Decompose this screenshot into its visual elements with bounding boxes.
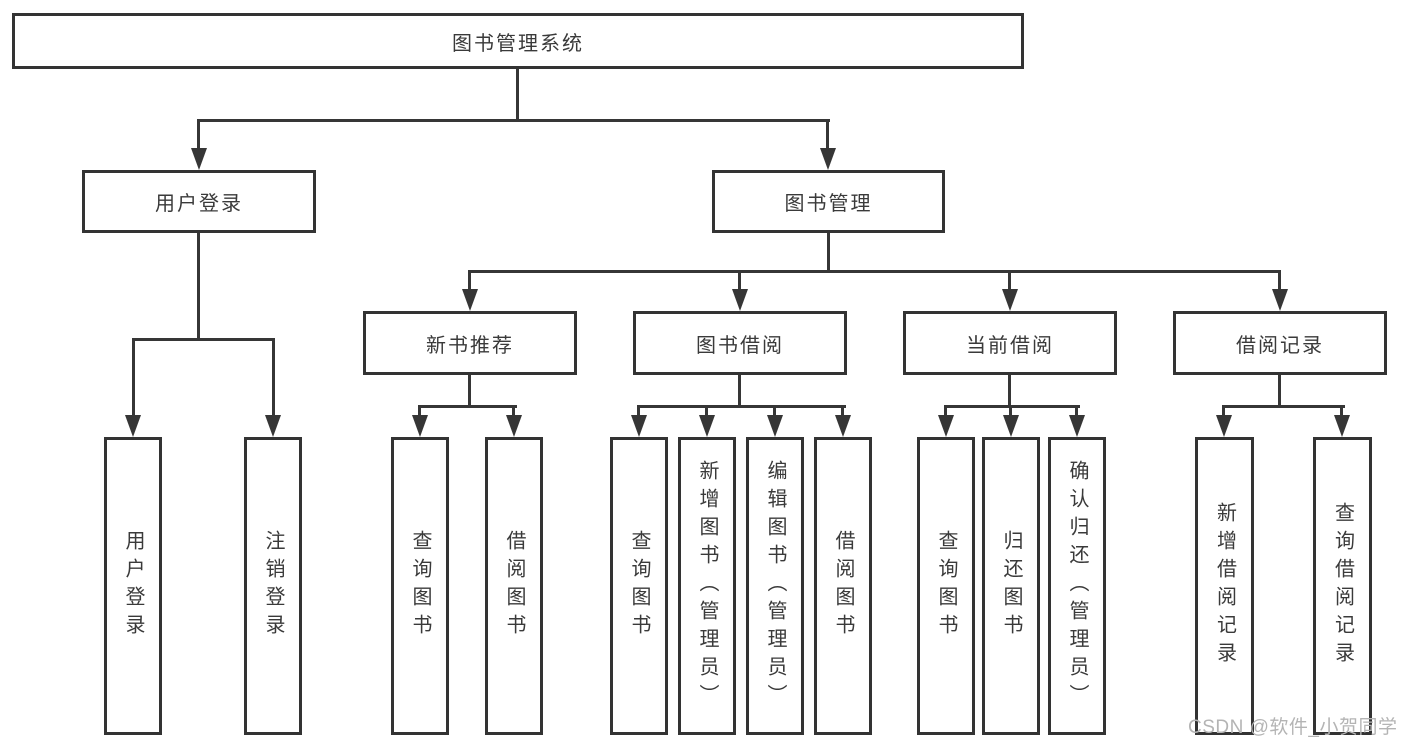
- node-current-borrowing: 当前借阅: [903, 311, 1117, 375]
- node-label: 图书借阅: [696, 334, 784, 357]
- node-user-login: 用户登录: [82, 170, 316, 233]
- node-label: 归还图书: [1000, 530, 1022, 642]
- leaf-logout: 注销登录: [244, 437, 302, 735]
- leaf-borrow-books-recommend: 借阅图书: [485, 437, 543, 735]
- connector-line: [738, 375, 741, 408]
- arrowhead-down-icon: [1216, 415, 1232, 437]
- connector-line: [1278, 270, 1281, 292]
- arrowhead-down-icon: [506, 415, 522, 437]
- watermark-csdn: CSDN @软件_小贺同学: [1188, 717, 1398, 738]
- node-label: 新书推荐: [426, 334, 514, 357]
- arrowhead-down-icon: [732, 289, 748, 311]
- node-label: 用户登录: [122, 530, 144, 642]
- leaf-query-borrow-record: 查询借阅记录: [1313, 437, 1372, 735]
- node-label: 借阅记录: [1236, 334, 1324, 357]
- node-label: 借阅图书: [832, 530, 854, 642]
- arrowhead-down-icon: [820, 148, 836, 170]
- node-book-borrowing: 图书借阅: [633, 311, 847, 375]
- connector-line: [418, 405, 517, 408]
- node-label: 确认归还（管理员）: [1066, 460, 1088, 712]
- node-label: 查询借阅记录: [1331, 502, 1354, 670]
- leaf-query-books-borrow: 查询图书: [610, 437, 668, 735]
- connector-line: [1340, 405, 1343, 418]
- arrowhead-down-icon: [938, 415, 954, 437]
- node-label: 编辑图书（管理员）: [764, 460, 786, 712]
- leaf-edit-book-admin: 编辑图书（管理员）: [746, 437, 804, 735]
- connector-line: [944, 405, 947, 418]
- connector-line: [197, 119, 830, 122]
- node-new-book-recommendation: 新书推荐: [363, 311, 577, 375]
- connector-line: [827, 233, 830, 273]
- connector-line: [1222, 405, 1345, 408]
- arrowhead-down-icon: [1272, 289, 1288, 311]
- connector-line: [1075, 405, 1078, 418]
- connector-line: [512, 405, 515, 418]
- arrowhead-down-icon: [1003, 415, 1019, 437]
- node-label: 查询图书: [628, 530, 650, 642]
- arrowhead-down-icon: [767, 415, 783, 437]
- arrowhead-down-icon: [412, 415, 428, 437]
- connector-line: [773, 405, 776, 418]
- connector-line: [1008, 375, 1011, 408]
- node-label: 用户登录: [155, 193, 243, 215]
- node-label: 新增借阅记录: [1213, 502, 1236, 670]
- node-label: 注销登录: [262, 530, 284, 642]
- arrowhead-down-icon: [631, 415, 647, 437]
- connector-line: [516, 69, 519, 122]
- arrowhead-down-icon: [835, 415, 851, 437]
- node-label: 图书管理系统: [452, 32, 584, 55]
- arrowhead-down-icon: [265, 415, 281, 437]
- connector-line: [841, 405, 844, 418]
- connector-line: [637, 405, 640, 418]
- leaf-return-books: 归还图书: [982, 437, 1040, 735]
- arrowhead-down-icon: [1002, 289, 1018, 311]
- node-label: 查询图书: [409, 530, 431, 642]
- node-label: 新增图书（管理员）: [696, 460, 718, 712]
- connector-line: [468, 270, 471, 292]
- connector-line: [1009, 405, 1012, 418]
- connector-line: [826, 119, 829, 151]
- connector-line: [197, 233, 200, 341]
- leaf-borrow-books: 借阅图书: [814, 437, 872, 735]
- leaf-query-books-recommend: 查询图书: [391, 437, 449, 735]
- arrowhead-down-icon: [1334, 415, 1350, 437]
- connector-line: [468, 270, 1281, 273]
- node-label: 查询图书: [935, 530, 957, 642]
- leaf-confirm-return-admin: 确认归还（管理员）: [1048, 437, 1106, 735]
- leaf-query-books-current: 查询图书: [917, 437, 975, 735]
- connector-line: [132, 338, 135, 418]
- leaf-add-borrow-record: 新增借阅记录: [1195, 437, 1254, 735]
- node-borrowing-records: 借阅记录: [1173, 311, 1387, 375]
- connector-line: [132, 338, 275, 341]
- connector-line: [1008, 270, 1011, 292]
- connector-line: [944, 405, 1080, 408]
- leaf-add-book-admin: 新增图书（管理员）: [678, 437, 736, 735]
- connector-line: [637, 405, 846, 408]
- connector-line: [197, 119, 200, 151]
- arrowhead-down-icon: [125, 415, 141, 437]
- node-label: 当前借阅: [966, 334, 1054, 357]
- node-book-management: 图书管理: [712, 170, 945, 233]
- connector-line: [738, 270, 741, 292]
- connector-line: [705, 405, 708, 418]
- node-label: 图书管理: [784, 193, 873, 215]
- connector-line: [468, 375, 471, 408]
- arrowhead-down-icon: [699, 415, 715, 437]
- arrowhead-down-icon: [191, 148, 207, 170]
- connector-line: [418, 405, 421, 418]
- arrowhead-down-icon: [1069, 415, 1085, 437]
- connector-line: [272, 338, 275, 418]
- connector-line: [1278, 375, 1281, 408]
- arrowhead-down-icon: [462, 289, 478, 311]
- connector-line: [1222, 405, 1225, 418]
- leaf-user-login: 用户登录: [104, 437, 162, 735]
- node-library-system: 图书管理系统: [12, 13, 1024, 69]
- node-label: 借阅图书: [503, 530, 525, 642]
